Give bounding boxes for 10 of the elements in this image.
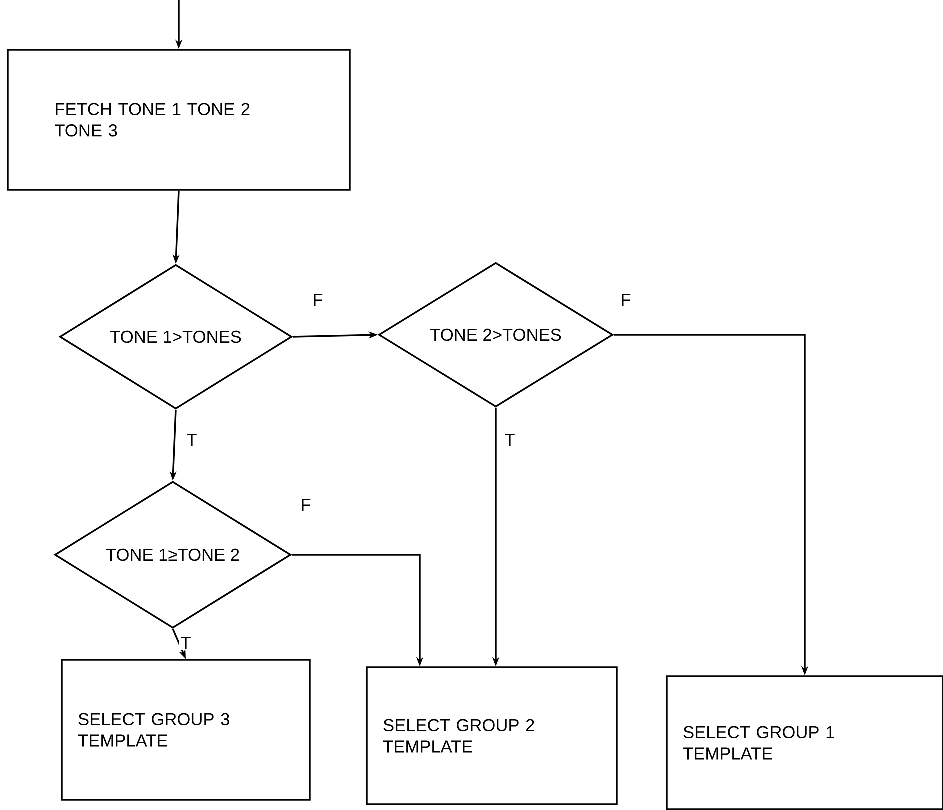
process-box: FETCH TONE 1 TONE 2 TONE 3 — [7, 49, 351, 191]
edge-label: T — [179, 636, 193, 650]
edge-label: T — [185, 432, 199, 448]
edge-label: F — [619, 292, 633, 308]
process-box: SELECT GROUP 3 TEMPLATE — [61, 659, 311, 801]
process-box: SELECT GROUP 2 TEMPLATE — [366, 666, 618, 806]
process-box: SELECT GROUP 1 TEMPLATE — [666, 676, 943, 810]
edge-label: F — [311, 292, 325, 308]
edge-label: T — [503, 432, 517, 448]
edge-label: F — [299, 498, 313, 512]
